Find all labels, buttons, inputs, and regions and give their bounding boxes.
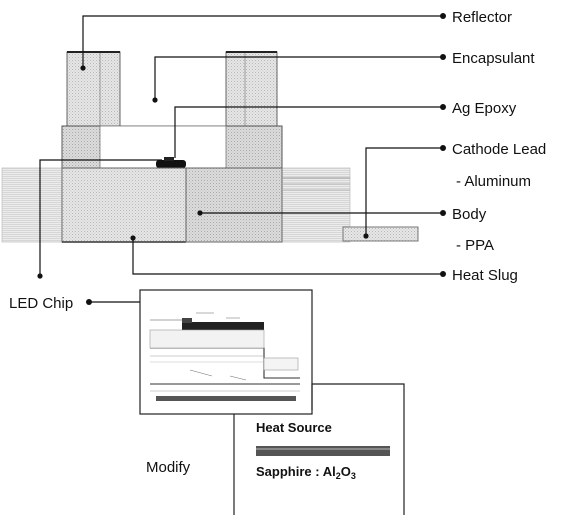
heat-slug bbox=[61, 167, 187, 243]
label-cathode-lead: Cathode Lead bbox=[452, 141, 546, 158]
reflector-left bbox=[66, 51, 121, 129]
label-aluminum: - Aluminum bbox=[456, 173, 531, 190]
label-sapphire: Sapphire : Al2O3 bbox=[256, 464, 356, 481]
chip-detail-inset bbox=[139, 289, 313, 415]
label-heat-source: Heat Source bbox=[256, 420, 332, 435]
cathode-lead bbox=[342, 226, 419, 242]
label-modify: Modify bbox=[146, 459, 191, 476]
label-led-chip: LED Chip bbox=[9, 295, 73, 312]
reflector-right bbox=[225, 51, 278, 129]
label-ppa: - PPA bbox=[456, 237, 494, 254]
body-ppa bbox=[185, 167, 283, 243]
label-body: Body bbox=[452, 206, 487, 223]
led-chip bbox=[156, 160, 186, 168]
label-heat-slug: Heat Slug bbox=[452, 267, 518, 284]
heat-source-bar bbox=[256, 446, 390, 456]
label-reflector: Reflector bbox=[452, 9, 512, 26]
label-ag-epoxy: Ag Epoxy bbox=[452, 100, 517, 117]
label-encapsulant: Encapsulant bbox=[452, 50, 535, 67]
heat-source-inset bbox=[233, 383, 405, 515]
